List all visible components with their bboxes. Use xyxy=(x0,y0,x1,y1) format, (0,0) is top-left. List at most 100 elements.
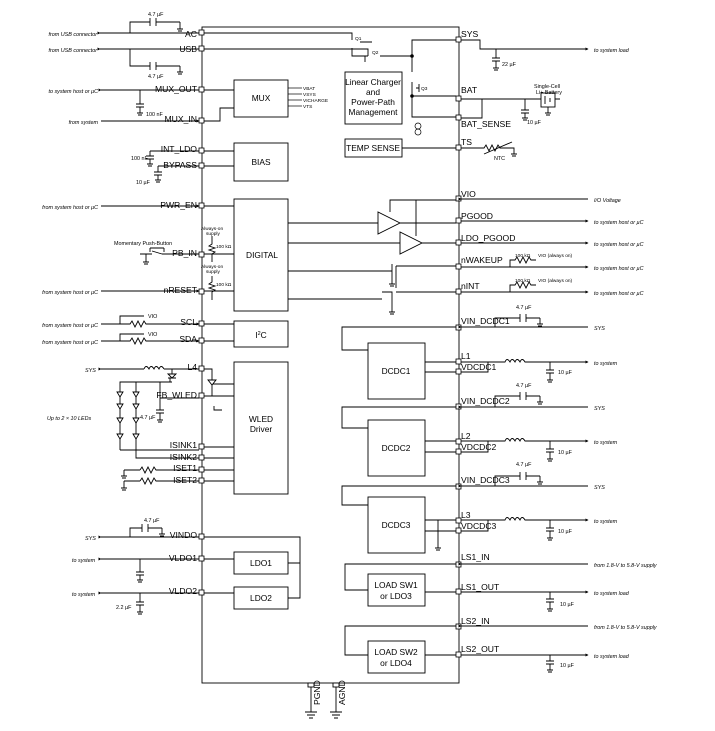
pin-iset2: ISET2 xyxy=(173,475,197,485)
pin-bypass: BYPASS xyxy=(163,160,197,170)
r-nwakeup-value: 100 kΩ xyxy=(515,253,531,259)
to-host-1: to system host or µC xyxy=(48,89,98,95)
c-intldo-value: 100 nF xyxy=(131,156,148,162)
ntc-label: NTC xyxy=(494,156,505,162)
dcdc3-block xyxy=(367,496,426,554)
i2c-label: I2C xyxy=(255,330,266,340)
c-ldo2-value: 2.2 µF xyxy=(116,605,132,611)
c-vindo-value: 4.7 µF xyxy=(144,518,160,524)
pin-pgnd: PGND xyxy=(312,680,322,705)
pin-vin-dcdc1: VIN_DCDC1 xyxy=(461,316,510,326)
internal-blocks: MUX VBAT VSYS VICHARGE VTS Linear Charge… xyxy=(233,71,426,674)
wled-line-1: WLED xyxy=(249,414,273,424)
c-out2-value: 10 µF xyxy=(558,450,573,456)
supply-ls2: from 1.8-V to 5.8-V supply xyxy=(594,625,657,631)
pin-vin-dcdc2: VIN_DCDC2 xyxy=(461,396,510,406)
pin-sys: SYS xyxy=(461,29,478,39)
pin-int-ldo: INT_LDO xyxy=(161,144,198,154)
r-nint-value: 100 kΩ xyxy=(515,278,531,284)
to-system-ldo2: to system xyxy=(72,592,96,598)
r-reset-value: 100 kΩ xyxy=(216,282,232,288)
c-out3-value: 10 µF xyxy=(558,529,573,535)
pin-ls2-in: LS2_IN xyxy=(461,616,490,626)
vio-scl: VIO xyxy=(148,314,157,320)
from-host-pwr: from system host or µC xyxy=(42,205,98,211)
charger-line-2: and xyxy=(366,87,380,97)
mux-input-vts: VTS xyxy=(303,104,312,110)
to-load-ls2: to system load xyxy=(594,654,630,660)
left-pins: AC USB MUX_OUT MUX_IN INT_LDO BYPASS PWR… xyxy=(155,29,198,596)
dcdc3-label: DCDC3 xyxy=(382,520,411,530)
pushbutton-label: Momentary Push-Button xyxy=(114,241,172,247)
pin-pb-in: PB_IN xyxy=(172,248,197,258)
bottom-pins: PGND AGND xyxy=(305,680,347,719)
from-host-scl: from system host or µC xyxy=(42,323,98,329)
c-vin3-value: 4.7 µF xyxy=(516,462,532,468)
from-usb-1: from USB connector xyxy=(48,32,97,38)
external-left: from USB connector from USB connector 4.… xyxy=(42,12,200,615)
sys-dcdc1: SYS xyxy=(594,326,605,332)
pin-scl: SCL xyxy=(180,317,197,327)
pin-ls1-out: LS1_OUT xyxy=(461,582,500,592)
leds-label: Up to 2 × 10 LEDs xyxy=(47,416,92,422)
loadsw1-block xyxy=(367,573,426,607)
pin-vdcdc2: VDCDC2 xyxy=(461,442,497,452)
to-load-sys: to system load xyxy=(594,48,630,54)
mux-input-vsys: VSYS xyxy=(303,92,316,98)
mux-block xyxy=(233,79,289,118)
bias-block xyxy=(233,142,289,182)
pin-vldo1: VLDO1 xyxy=(169,553,197,563)
pin-mux-in: MUX_IN xyxy=(165,114,197,124)
loadsw1-line-2: or LDO3 xyxy=(380,591,412,601)
to-system-ldo1: to system xyxy=(72,558,96,564)
sys-l4-label: SYS xyxy=(85,368,96,374)
ldo2-label: LDO2 xyxy=(250,593,272,603)
dcdc1-label: DCDC1 xyxy=(382,366,411,376)
from-usb-2: from USB connector xyxy=(48,48,97,54)
to-system-dcdc3: to system xyxy=(594,519,618,525)
c-wled-value: 4.7 µF xyxy=(140,415,156,421)
digital-label: DIGITAL xyxy=(246,250,278,260)
to-host-nint: to system host or µC xyxy=(594,291,644,297)
pin-isink2: ISINK2 xyxy=(170,452,197,462)
pin-l1: L1 xyxy=(461,351,471,361)
ldo1-label: LDO1 xyxy=(250,558,272,568)
pin-l2: L2 xyxy=(461,431,471,441)
pin-isink1: ISINK1 xyxy=(170,440,197,450)
r-pb-value: 100 kΩ xyxy=(216,244,232,250)
fet-q1-label: Q1 xyxy=(355,36,362,42)
sys-dcdc2: SYS xyxy=(594,406,605,412)
pin-l3: L3 xyxy=(461,510,471,520)
vio-always-on-1: VIO (always on) xyxy=(538,253,573,259)
digital-block xyxy=(233,198,289,312)
from-host-reset: from system host or µC xyxy=(42,290,98,296)
temp-sense-label: TEMP SENSE xyxy=(346,143,400,153)
pin-pwr-en: PWR_EN xyxy=(160,200,197,210)
c-ac-value: 4.7 µF xyxy=(148,12,164,18)
sys-vindo-label: SYS xyxy=(85,536,96,542)
to-system-dcdc1: to system xyxy=(594,361,618,367)
to-system-dcdc2: to system xyxy=(594,440,618,446)
to-load-ls1: to system load xyxy=(594,591,630,597)
supply-2: supply xyxy=(206,269,220,275)
battery-line-2: Li+ Battery xyxy=(536,90,562,96)
c-ls1-value: 10 µF xyxy=(560,602,575,608)
pin-markers xyxy=(198,29,462,658)
mux-label: MUX xyxy=(252,93,271,103)
dcdc2-label: DCDC2 xyxy=(382,443,411,453)
to-host-ldo-pgood: to system host or µC xyxy=(594,242,644,248)
pin-iset1: ISET1 xyxy=(173,463,197,473)
pin-pgood: PGOOD xyxy=(461,211,493,221)
pin-ls2-out: LS2_OUT xyxy=(461,644,500,654)
loadsw2-line-1: LOAD SW2 xyxy=(374,647,418,657)
dcdc1-block xyxy=(367,342,426,400)
c-sys-value: 22 µF xyxy=(502,62,517,68)
pin-vin-dcdc3: VIN_DCDC3 xyxy=(461,475,510,485)
pin-vdcdc1: VDCDC1 xyxy=(461,362,497,372)
loadsw2-block xyxy=(367,640,426,674)
sys-dcdc3: SYS xyxy=(594,485,605,491)
right-pins: SYS BAT BAT_SENSE TS VIO PGOOD LDO_PGOOD… xyxy=(461,29,515,654)
vio-always-on-2: VIO (always on) xyxy=(538,278,573,284)
wled-block xyxy=(233,361,289,495)
